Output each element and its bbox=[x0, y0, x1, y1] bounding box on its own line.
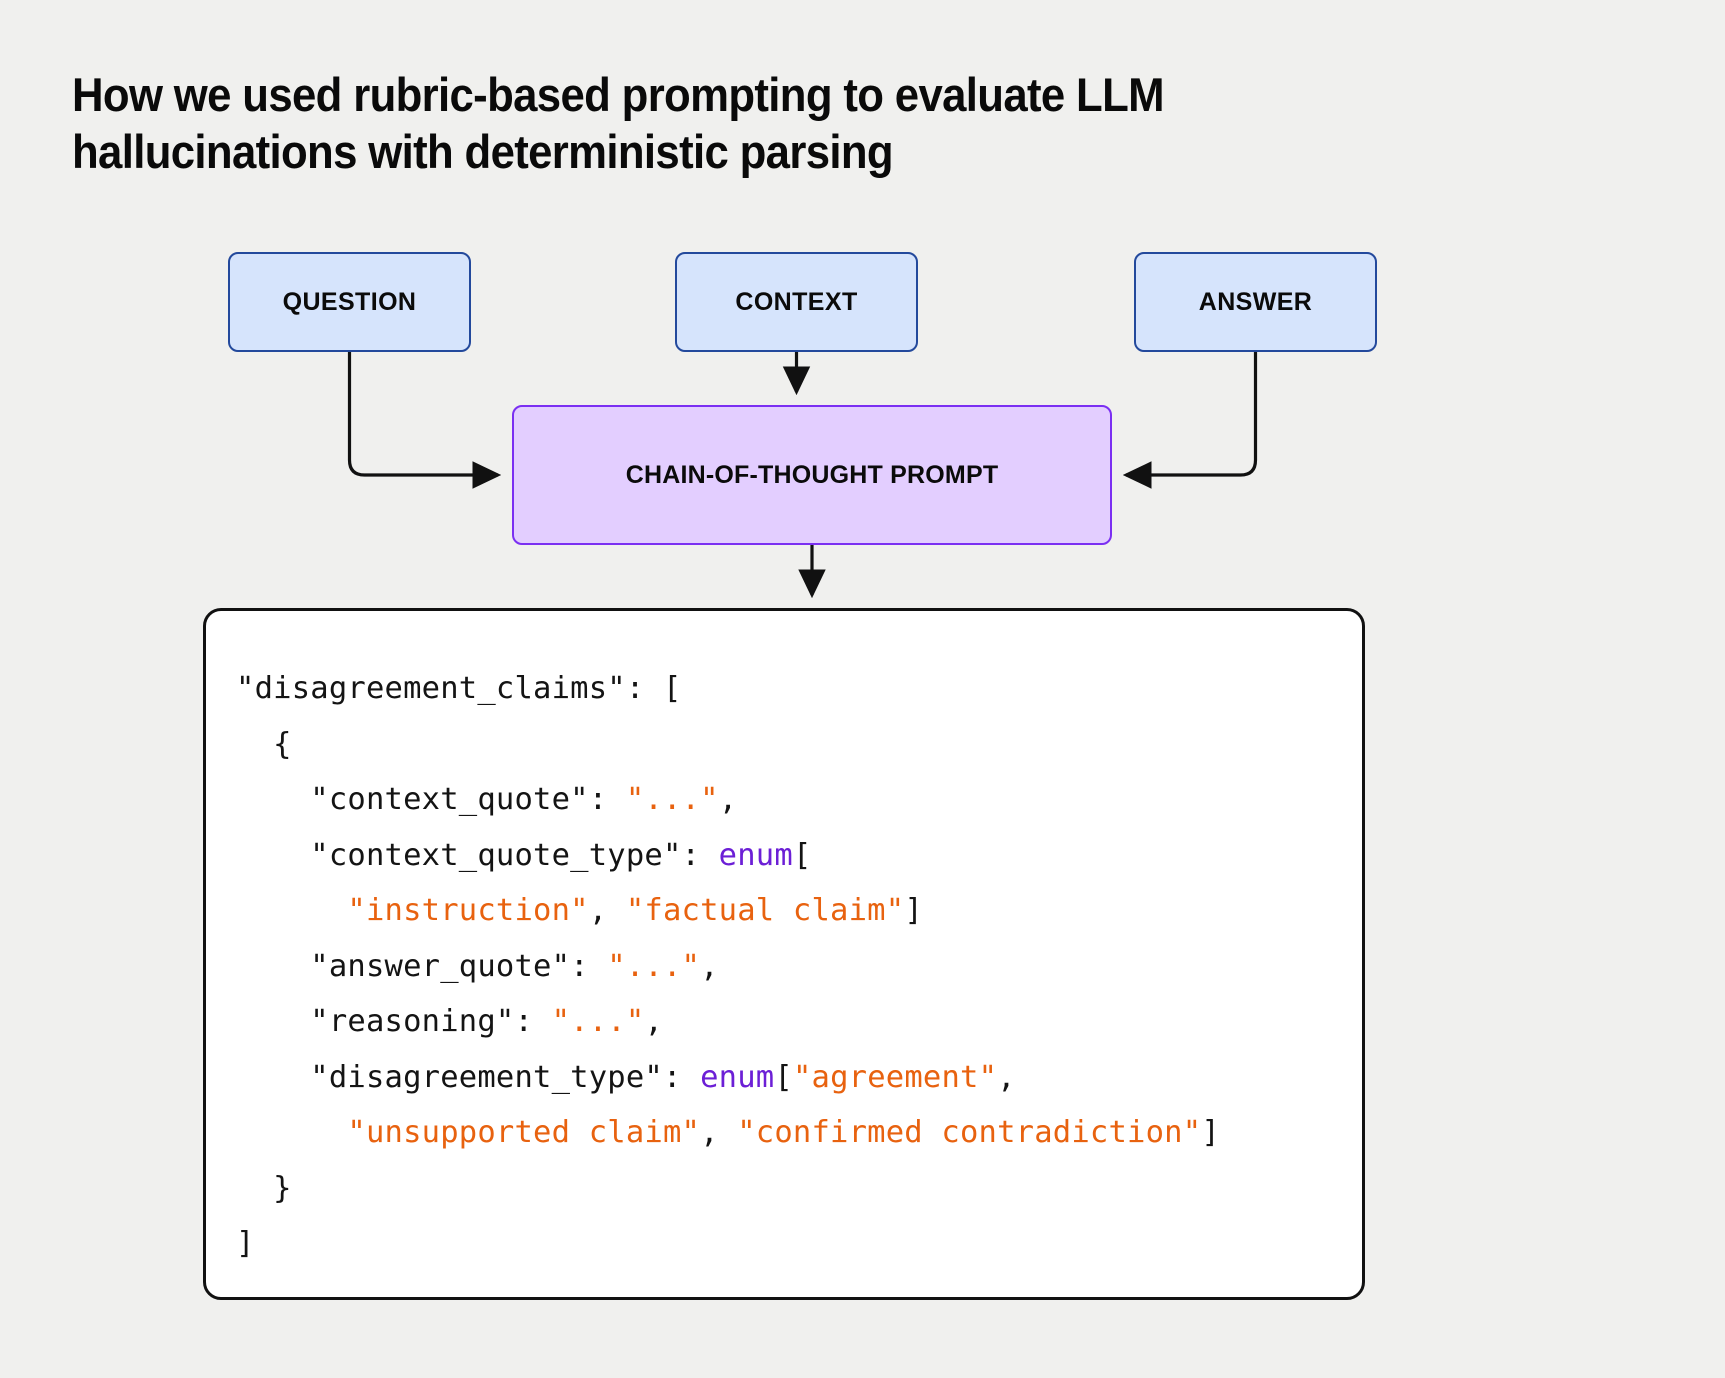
code-line: ] bbox=[236, 1226, 255, 1261]
node-context-label: CONTEXT bbox=[735, 287, 858, 316]
code-line: } bbox=[236, 1170, 292, 1206]
code-line: "unsupported claim", "confirmed contradi… bbox=[347, 1115, 1220, 1150]
code-line: "context_quote": "...", bbox=[310, 782, 738, 817]
node-chain-of-thought-prompt-label: CHAIN-OF-THOUGHT PROMPT bbox=[625, 460, 999, 489]
node-context[interactable]: CONTEXT bbox=[675, 252, 918, 352]
code-line: "disagreement_claims": [ bbox=[236, 671, 682, 706]
node-answer-label: ANSWER bbox=[1198, 287, 1313, 316]
code-line: "instruction", "factual claim"] bbox=[347, 893, 923, 928]
edge-question-to-prompt bbox=[347, 352, 502, 489]
page-title: How we used rubric-based prompting to ev… bbox=[72, 68, 1165, 179]
code-line: "answer_quote": "...", bbox=[310, 948, 719, 984]
node-chain-of-thought-prompt[interactable]: CHAIN-OF-THOUGHT PROMPT bbox=[512, 405, 1112, 545]
code-line: { bbox=[236, 726, 292, 762]
output-schema-code: "disagreement_claims": [ { "context_quot… bbox=[236, 661, 1344, 1272]
node-answer[interactable]: ANSWER bbox=[1134, 252, 1377, 352]
code-line: "reasoning": "...", bbox=[310, 1004, 664, 1039]
output-schema-panel: "disagreement_claims": [ { "context_quot… bbox=[203, 608, 1365, 1300]
node-question-label: QUESTION bbox=[282, 287, 417, 316]
node-question[interactable]: QUESTION bbox=[228, 252, 471, 352]
edge-answer-to-prompt bbox=[1122, 352, 1258, 489]
code-line: "context_quote_type": enum[ bbox=[310, 837, 812, 873]
code-line: "disagreement_type": enum["agreement", bbox=[310, 1059, 1016, 1095]
